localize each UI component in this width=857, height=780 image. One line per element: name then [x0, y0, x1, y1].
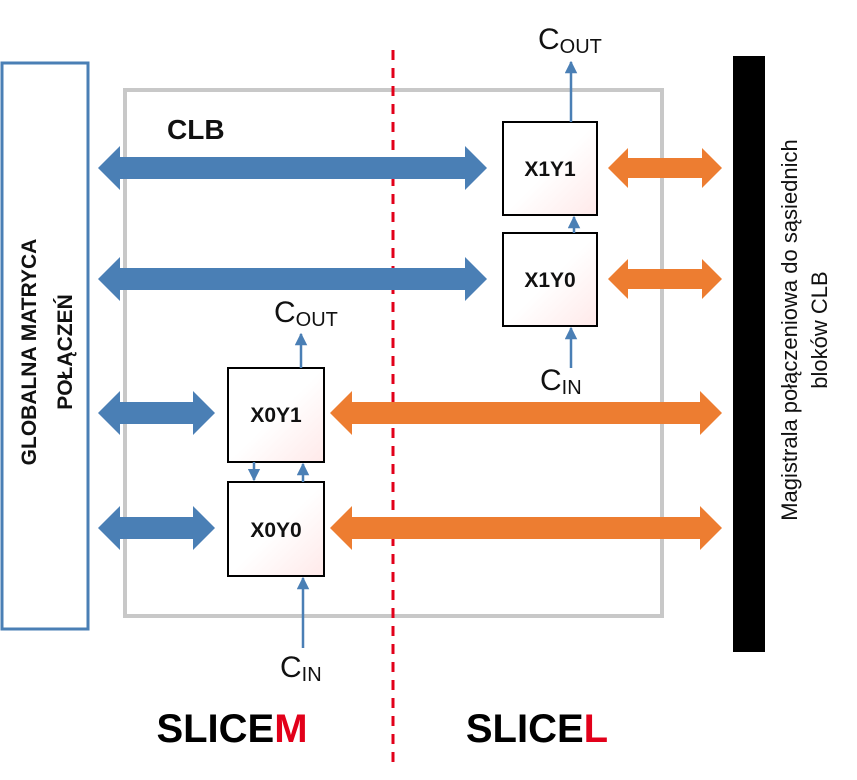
signal-cin-bottom-sub: IN	[302, 664, 322, 686]
slice-l-label: SLICEL	[466, 707, 608, 751]
blue-arrow-row2	[98, 257, 487, 301]
global-matrix-label: GLOBALNA MATRYCA POŁĄCZEŃ	[18, 239, 77, 466]
blue-arrow-row3	[98, 391, 215, 435]
signal-cin-bottom-main: C	[280, 651, 302, 684]
signal-cin-mid-sub: IN	[562, 377, 582, 399]
signal-cin-bottom: CIN	[280, 651, 322, 686]
slice-m-label: SLICEM	[156, 707, 307, 751]
global-matrix-line2: POŁĄCZEŃ	[54, 294, 77, 410]
cell-x1y0: X1Y0	[502, 232, 598, 327]
global-matrix-panel	[0, 61, 90, 631]
signal-cout-top-sub: OUT	[560, 36, 602, 58]
cell-x1y0-label: X1Y0	[524, 269, 575, 292]
signal-cout-top-main: C	[538, 23, 560, 56]
signal-cin-mid: CIN	[540, 364, 582, 399]
signal-cout-mid-sub: OUT	[296, 309, 338, 331]
bus-label: Magistrala połączeniowa do sąsiednich bl…	[777, 139, 832, 521]
slice-l-prefix: SLICE	[466, 707, 584, 751]
slice-l-accent: L	[584, 707, 608, 751]
slice-m-accent: M	[274, 707, 307, 751]
signal-cin-mid-main: C	[540, 364, 562, 397]
cell-x1y1-label: X1Y1	[524, 158, 576, 181]
black-bus	[733, 56, 765, 652]
orange-arrow-row4	[330, 506, 722, 550]
slice-m-prefix: SLICE	[156, 707, 274, 751]
blue-arrow-row1	[98, 146, 487, 190]
cell-x0y0: X0Y0	[227, 481, 325, 577]
orange-arrow-row3	[330, 391, 722, 435]
orange-arrow-row1	[608, 148, 722, 188]
signal-cout-mid-main: C	[274, 296, 296, 329]
clb-label: CLB	[167, 114, 225, 145]
orange-arrow-row2	[608, 259, 722, 299]
signal-cout-mid: COUT	[274, 296, 338, 331]
cell-x0y0-label: X0Y0	[250, 519, 301, 542]
cell-x1y1: X1Y1	[502, 121, 598, 216]
bus-label-line1: Magistrala połączeniowa do sąsiednich	[777, 139, 802, 521]
blue-arrow-row4	[98, 506, 215, 550]
bus-label-line2: bloków CLB	[807, 271, 832, 388]
cell-x0y1-label: X0Y1	[250, 404, 302, 427]
signal-cout-top: COUT	[538, 23, 602, 58]
cell-x0y1: X0Y1	[227, 367, 325, 463]
global-matrix-line1: GLOBALNA MATRYCA	[18, 239, 41, 466]
